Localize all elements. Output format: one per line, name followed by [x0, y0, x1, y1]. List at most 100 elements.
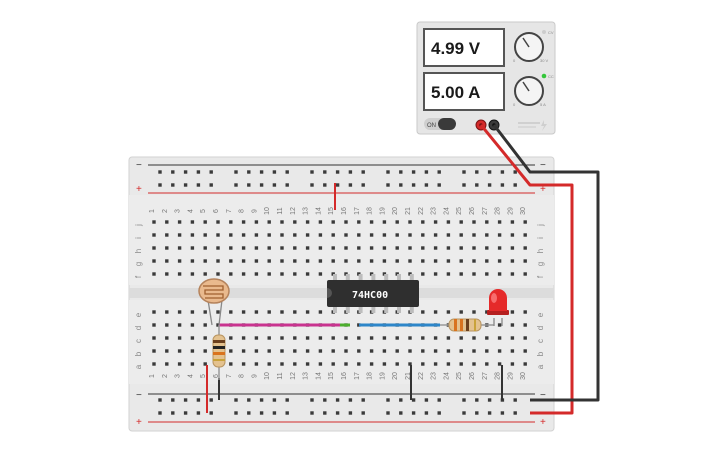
terminal-hole[interactable]: [203, 323, 207, 327]
terminal-hole[interactable]: [254, 233, 259, 237]
terminal-hole[interactable]: [305, 259, 310, 263]
terminal-hole[interactable]: [203, 336, 207, 340]
terminal-hole[interactable]: [229, 233, 233, 237]
terminal-hole[interactable]: [472, 233, 476, 237]
rail-hole[interactable]: [437, 183, 441, 187]
terminal-hole[interactable]: [485, 310, 489, 314]
rail-hole[interactable]: [310, 183, 314, 187]
terminal-hole[interactable]: [241, 259, 246, 263]
terminal-hole[interactable]: [510, 349, 515, 353]
terminal-hole[interactable]: [446, 310, 451, 314]
terminal-hole[interactable]: [152, 362, 156, 366]
terminal-hole[interactable]: [229, 259, 233, 263]
rail-hole[interactable]: [411, 183, 416, 187]
rail-hole[interactable]: [411, 398, 416, 402]
rail-hole[interactable]: [437, 398, 441, 402]
rail-hole[interactable]: [183, 411, 188, 415]
rail-hole[interactable]: [475, 398, 479, 402]
terminal-hole[interactable]: [421, 362, 425, 366]
terminal-hole[interactable]: [497, 336, 502, 340]
rail-hole[interactable]: [462, 411, 466, 415]
terminal-hole[interactable]: [190, 349, 195, 353]
terminal-hole[interactable]: [254, 349, 259, 353]
terminal-hole[interactable]: [446, 259, 451, 263]
rail-hole[interactable]: [272, 411, 277, 415]
terminal-hole[interactable]: [229, 349, 233, 353]
terminal-hole[interactable]: [305, 272, 310, 276]
terminal-hole[interactable]: [510, 246, 515, 250]
terminal-hole[interactable]: [331, 246, 335, 250]
terminal-hole[interactable]: [280, 336, 284, 340]
terminal-hole[interactable]: [510, 259, 515, 263]
terminal-hole[interactable]: [523, 336, 527, 340]
terminal-hole[interactable]: [408, 246, 412, 250]
rail-hole[interactable]: [500, 411, 505, 415]
terminal-hole[interactable]: [523, 259, 527, 263]
terminal-hole[interactable]: [216, 233, 220, 237]
rail-hole[interactable]: [209, 183, 213, 187]
rail-hole[interactable]: [171, 411, 175, 415]
terminal-hole[interactable]: [497, 272, 502, 276]
terminal-hole[interactable]: [152, 349, 156, 353]
terminal-hole[interactable]: [190, 362, 195, 366]
terminal-hole[interactable]: [254, 259, 259, 263]
terminal-hole[interactable]: [344, 233, 348, 237]
terminal-hole[interactable]: [177, 272, 182, 276]
rail-hole[interactable]: [361, 398, 365, 402]
terminal-hole[interactable]: [485, 259, 489, 263]
rail-hole[interactable]: [183, 183, 188, 187]
terminal-hole[interactable]: [241, 272, 246, 276]
terminal-hole[interactable]: [382, 259, 387, 263]
rail-hole[interactable]: [487, 411, 492, 415]
rail-hole[interactable]: [513, 183, 517, 187]
terminal-hole[interactable]: [305, 246, 310, 250]
rail-hole[interactable]: [437, 170, 441, 174]
terminal-hole[interactable]: [190, 259, 195, 263]
rail-hole[interactable]: [247, 398, 251, 402]
terminal-hole[interactable]: [433, 336, 438, 340]
rail-hole[interactable]: [259, 398, 264, 402]
terminal-hole[interactable]: [229, 362, 233, 366]
rail-hole[interactable]: [411, 170, 416, 174]
rail-hole[interactable]: [386, 398, 390, 402]
rail-hole[interactable]: [196, 170, 201, 174]
terminal-hole[interactable]: [267, 349, 271, 353]
rail-hole[interactable]: [335, 170, 340, 174]
terminal-hole[interactable]: [152, 310, 156, 314]
terminal-hole[interactable]: [497, 246, 502, 250]
terminal-hole[interactable]: [152, 272, 156, 276]
rail-hole[interactable]: [310, 398, 314, 402]
terminal-hole[interactable]: [267, 233, 271, 237]
rail-hole[interactable]: [323, 398, 327, 402]
terminal-hole[interactable]: [318, 233, 323, 237]
terminal-hole[interactable]: [177, 246, 182, 250]
terminal-hole[interactable]: [510, 272, 515, 276]
rail-hole[interactable]: [335, 398, 340, 402]
rail-hole[interactable]: [399, 183, 403, 187]
rail-hole[interactable]: [487, 170, 492, 174]
terminal-hole[interactable]: [318, 272, 323, 276]
terminal-hole[interactable]: [421, 336, 425, 340]
rail-hole[interactable]: [500, 170, 505, 174]
terminal-hole[interactable]: [510, 220, 515, 224]
terminal-hole[interactable]: [523, 272, 527, 276]
terminal-hole[interactable]: [190, 272, 195, 276]
terminal-hole[interactable]: [177, 349, 182, 353]
terminal-hole[interactable]: [177, 362, 182, 366]
terminal-hole[interactable]: [485, 272, 489, 276]
rail-hole[interactable]: [183, 170, 188, 174]
terminal-hole[interactable]: [318, 220, 323, 224]
rail-hole[interactable]: [196, 398, 201, 402]
terminal-hole[interactable]: [344, 349, 348, 353]
terminal-hole[interactable]: [421, 259, 425, 263]
terminal-hole[interactable]: [293, 246, 297, 250]
rail-hole[interactable]: [399, 411, 403, 415]
terminal-hole[interactable]: [267, 272, 271, 276]
terminal-hole[interactable]: [165, 310, 169, 314]
rail-hole[interactable]: [475, 170, 479, 174]
rail-hole[interactable]: [323, 183, 327, 187]
rail-hole[interactable]: [171, 398, 175, 402]
terminal-hole[interactable]: [369, 220, 374, 224]
rail-hole[interactable]: [323, 170, 327, 174]
terminal-hole[interactable]: [280, 246, 284, 250]
